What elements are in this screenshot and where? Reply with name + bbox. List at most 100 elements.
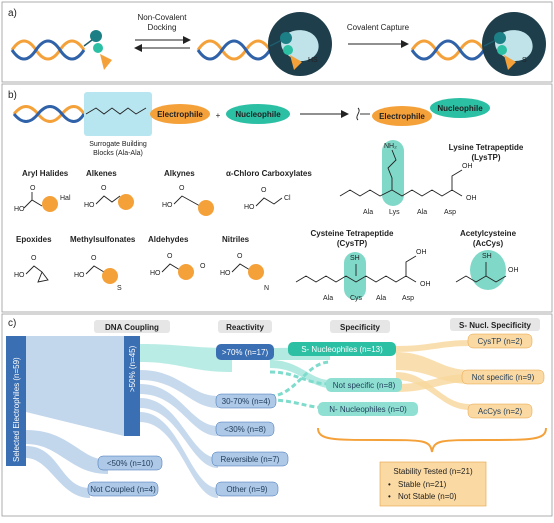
cys-title-1: Cysteine Tetrapeptide — [311, 229, 395, 238]
header-s-nucl: S- Nucl. Specificity — [459, 321, 532, 330]
selected-bar — [6, 336, 26, 466]
class-name: Epoxides — [16, 235, 52, 244]
panel-c: c) DNA Coupling Reactivity Specificity S… — [1, 313, 553, 517]
reactivity-label-3: Reversible (n=7) — [221, 455, 280, 464]
reactivity-label-2: <30% (n=8) — [224, 425, 266, 434]
dna-low-node — [97, 455, 163, 471]
product-electrophile — [372, 106, 432, 126]
brace — [317, 427, 547, 453]
hs-label: HS — [308, 57, 318, 64]
atom-nh2: NH₂ — [384, 143, 397, 150]
lys-res-2: Lys — [389, 209, 400, 216]
atom-ho: HO — [14, 206, 25, 213]
s-nucl-node-0 — [467, 333, 533, 349]
atom-oh: OH — [416, 249, 427, 256]
step-capture: Covalent Capture — [347, 23, 410, 32]
lys-res-3: Ala — [417, 209, 427, 216]
selected-label: Selected Electrophiles (n=59) — [12, 357, 21, 462]
dna-coupled-node — [124, 336, 140, 436]
header-reactivity: Reactivity — [226, 323, 264, 332]
product-electrophile-label: Electrophile — [379, 112, 425, 121]
atom-oh: OH — [462, 163, 473, 170]
lys-title-2: (LysTP) — [471, 153, 500, 162]
class-alkynes: Alkynes HO O — [162, 169, 214, 216]
atom-sh: SH — [350, 255, 360, 262]
not-coupled-label: Not Coupled (n=4) — [90, 485, 156, 494]
class-name: α-Chloro Carboxylates — [226, 169, 312, 178]
panel-c-label: c) — [8, 318, 16, 329]
accys-title-2: (AcCys) — [473, 239, 504, 248]
cys-res-2: Cys — [350, 295, 363, 302]
nucleophile-pill — [226, 104, 290, 124]
lys-title-1: Lysine Tetrapeptide — [449, 143, 524, 152]
o-label: O — [200, 263, 206, 270]
electrophile-pill — [150, 104, 210, 124]
surrogate-line1: Surrogate Building — [89, 141, 147, 148]
reactivity-node-2 — [215, 421, 275, 437]
atom-o: O — [31, 255, 37, 262]
specificity-node-0 — [288, 342, 396, 356]
atom-ho: HO — [162, 202, 173, 209]
atom-ho: HO — [150, 270, 161, 277]
specificity-label-2: N- Nucleophiles (n=0) — [329, 405, 407, 414]
s-nucl-label-1: Not specific (n=9) — [472, 373, 535, 382]
atom-ho: HO — [244, 204, 255, 211]
reactivity-node-0 — [216, 344, 274, 360]
dna-coupled-label: >50% (n=45) — [128, 345, 137, 392]
acetylcysteine: Acetylcysteine (AcCys) SH OH — [455, 229, 519, 290]
class-aldehydes: Aldehydes HO O O — [148, 235, 206, 280]
product-nucleophile — [430, 98, 490, 118]
plus-sign: + — [216, 111, 221, 120]
reactivity-node-3 — [211, 451, 289, 467]
n-label: N — [264, 285, 269, 292]
electrophile-dot — [178, 264, 194, 280]
cys-res-4: Asp — [402, 295, 414, 302]
atom-o: O — [237, 253, 243, 260]
atom-o: O — [179, 185, 185, 192]
dna-low-label: <50% (n=10) — [107, 459, 154, 468]
atom-o: O — [261, 187, 267, 194]
class-name: Aryl Halides — [22, 169, 69, 178]
s-nucl-node-2 — [467, 403, 533, 419]
class-name: Nitriles — [222, 235, 250, 244]
specificity-label-0: S- Nucleophiles (n=13) — [301, 345, 383, 354]
specificity-node-1 — [326, 378, 402, 392]
panel-a-label: a) — [8, 8, 17, 19]
dna-helix-2 — [196, 39, 272, 61]
header-dna-coupling: DNA Coupling — [105, 323, 159, 332]
atom-ho: HO — [74, 272, 85, 279]
product-nucleophile-label: Nucleophile — [437, 104, 483, 113]
electrophile-label: Electrophile — [157, 110, 203, 119]
electrophile-dot — [42, 196, 58, 212]
atom-oh: OH — [466, 195, 477, 202]
svg-text:•: • — [388, 480, 391, 489]
atom-ho: HO — [220, 270, 231, 277]
atom-o: O — [101, 185, 107, 192]
s-nucl-label-0: CysTP (n=2) — [478, 337, 523, 346]
cysteine-tetrapeptide: Cysteine Tetrapeptide (CysTP) SH OH OH A… — [295, 229, 431, 302]
reactivity-node-4 — [215, 481, 279, 497]
not-coupled-node — [87, 481, 159, 497]
s-nucl-node-1 — [461, 369, 545, 385]
stability-box — [379, 461, 487, 507]
nucleophile-label: Nucleophile — [235, 110, 281, 119]
class-chloro: α-Chloro Carboxylates HO O Cl — [226, 169, 312, 211]
cys-title-2: (CysTP) — [337, 239, 368, 248]
ligand-1 — [83, 30, 112, 70]
stability-item-1: Not Stable (n=0) — [398, 492, 457, 501]
atom-sh: SH — [482, 253, 492, 260]
class-name: Alkenes — [86, 169, 117, 178]
step-docking-line2: Docking — [148, 23, 177, 32]
specificity-label-1: Not specific (n=8) — [333, 381, 396, 390]
dna-helix-1 — [10, 39, 86, 61]
svg-text:•: • — [388, 492, 391, 501]
surrogate-box — [84, 92, 152, 136]
atom-oh: OH — [420, 281, 431, 288]
s-nucl-label-2: AcCys (n=2) — [478, 407, 523, 416]
class-aryl-halides: Aryl Halides HO O Hal — [14, 169, 71, 213]
s-label: S — [522, 57, 527, 64]
electrophile-dot — [102, 268, 118, 284]
stability-title: Stability Tested (n=21) — [393, 467, 473, 476]
hal-label: Hal — [60, 195, 71, 202]
dna-helix-b — [12, 105, 86, 123]
